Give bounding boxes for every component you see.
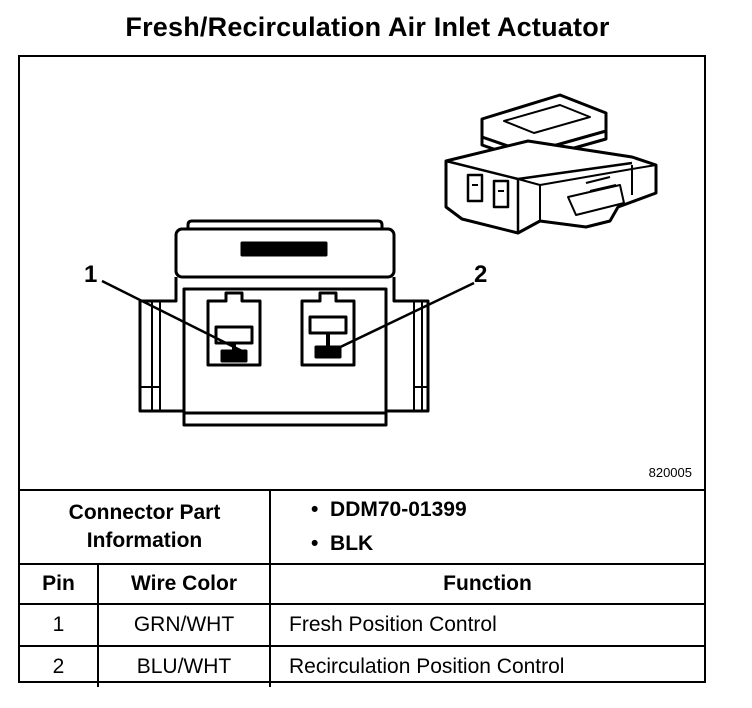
- pin-2-cavity: [300, 291, 356, 367]
- connector-part-number: • DDM70-01399: [311, 498, 467, 521]
- connector-part-values: • DDM70-01399 • BLK: [269, 489, 704, 565]
- header-wire-color: Wire Color: [96, 563, 272, 605]
- connector-table: Connector Part Information • DDM70-01399…: [20, 489, 704, 687]
- connector-part-label: Connector Part Information: [20, 489, 272, 565]
- table-row: 1 GRN/WHT Fresh Position Control: [20, 603, 704, 647]
- function-cell: Recirculation Position Control: [269, 645, 704, 687]
- function-cell: Fresh Position Control: [269, 603, 704, 647]
- wire-color-cell: GRN/WHT: [96, 603, 272, 647]
- pin-2-callout: 2: [474, 261, 488, 288]
- connector-isometric-view: [444, 93, 658, 235]
- wire-color-cell: BLU/WHT: [96, 645, 272, 687]
- connector-front-view: [138, 219, 430, 427]
- page-title: Fresh/Recirculation Air Inlet Actuator: [125, 12, 610, 42]
- pin-1-callout: 1: [84, 261, 98, 288]
- pin-cell: 1: [20, 603, 99, 647]
- figure-id: 820005: [648, 465, 692, 480]
- header-function: Function: [269, 563, 704, 605]
- pin-1-leader-line: [101, 279, 243, 353]
- table-header-row: Pin Wire Color Function: [20, 563, 704, 605]
- pin-cell: 2: [20, 645, 99, 687]
- pin-1-cavity: [206, 291, 262, 367]
- connector-color: • BLK: [311, 532, 374, 555]
- connector-info-row: Connector Part Information • DDM70-01399…: [20, 489, 704, 565]
- connector-drawing: [101, 93, 658, 427]
- diagram-frame: 1 2 820005 Connector Part Information • …: [18, 55, 706, 687]
- connector-figure: 1 2 820005: [20, 57, 704, 489]
- pin-2-leader-line: [331, 281, 475, 353]
- header-pin: Pin: [20, 563, 99, 605]
- table-row: 2 BLU/WHT Recirculation Position Control: [20, 645, 704, 687]
